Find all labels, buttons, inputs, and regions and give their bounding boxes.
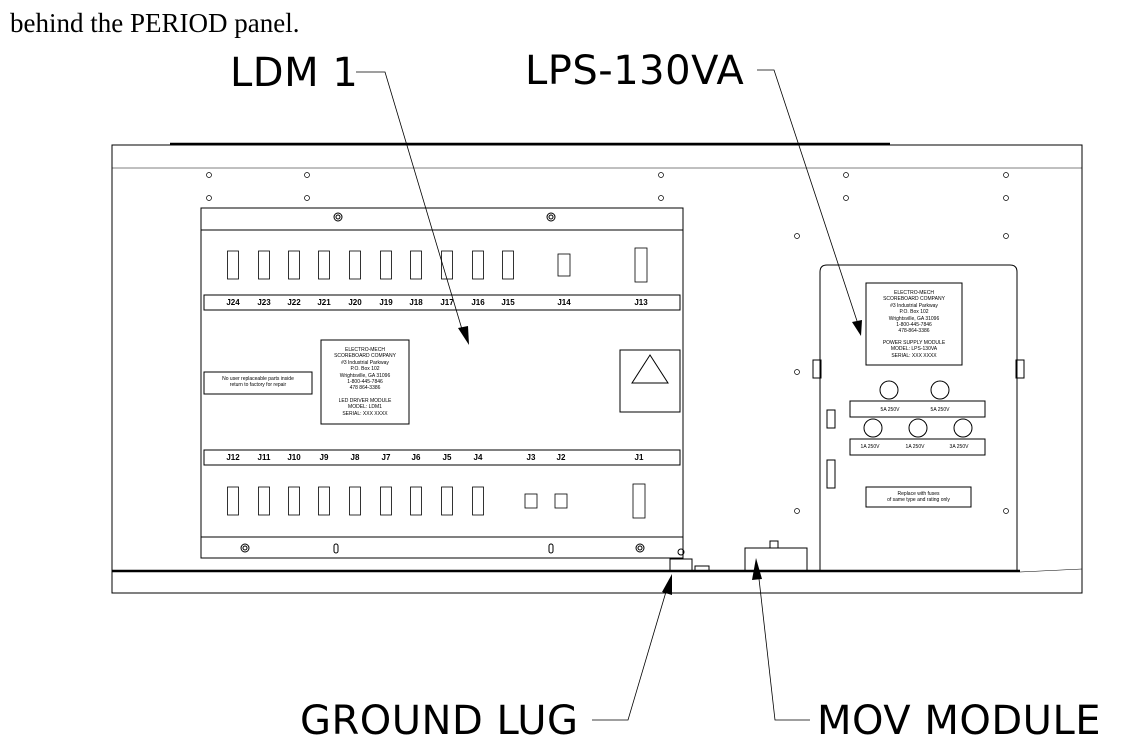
ldm-info-label: ELECTRO-MECH SCOREBOARD COMPANY #3 Indus…	[334, 347, 396, 417]
ground-lug-hardware	[669, 548, 710, 572]
connector-slot	[318, 486, 330, 516]
enclosure-outline	[111, 144, 1083, 594]
connector-label-j4: J4	[473, 453, 483, 462]
connector-label-j1: J1	[634, 453, 644, 462]
replace-fuses-label: Replace with fuses of same type and rati…	[887, 491, 950, 503]
fuse-rating-2: 5A 250V	[930, 407, 950, 413]
connector-label-j17: J17	[440, 298, 454, 307]
connector-label-j3: J3	[526, 453, 536, 462]
connector-label-j7: J7	[381, 453, 391, 462]
connector-label-j24: J24	[226, 298, 240, 307]
connector-slot	[227, 250, 239, 280]
mov-module-box	[744, 540, 808, 572]
connector-slot	[380, 250, 392, 280]
mounting-holes	[206, 172, 1009, 514]
connector-label-j10: J10	[287, 453, 301, 462]
intro-text: behind the PERIOD panel.	[10, 8, 300, 38]
connector-label-j11: J11	[257, 453, 271, 462]
connector-slot	[632, 483, 646, 519]
psu-info-label: ELECTRO-MECH SCOREBOARD COMPANY #3 Indus…	[882, 290, 946, 359]
connector-label-j19: J19	[379, 298, 393, 307]
connector-slot	[410, 486, 422, 516]
connector-label-j22: J22	[287, 298, 301, 307]
connector-slot	[502, 250, 514, 280]
ldm-warning-label: No user replaceable parts inside return …	[222, 376, 294, 388]
mov-module-callout: MOV MODULE	[817, 698, 1102, 744]
connector-slot	[410, 250, 422, 280]
connector-slot	[472, 486, 484, 516]
connector-slot	[318, 250, 330, 280]
connector-label-j9: J9	[319, 453, 329, 462]
connector-slot	[258, 486, 270, 516]
connector-slot	[349, 486, 361, 516]
connector-label-j12: J12	[226, 453, 240, 462]
lps-leader-line	[757, 69, 859, 325]
connector-label-j15: J15	[501, 298, 515, 307]
connector-label-j18: J18	[409, 298, 423, 307]
lps-callout: LPS-130VA	[525, 48, 745, 94]
connector-label-j6: J6	[411, 453, 421, 462]
ground-lug-arrowhead	[662, 574, 672, 595]
connector-slot	[349, 250, 361, 280]
fuse-rating-4: 1A 250V	[905, 444, 925, 450]
psu-module	[812, 264, 1025, 570]
connector-slot	[441, 250, 453, 280]
connector-slot	[380, 486, 392, 516]
ground-lug-leader-line	[592, 584, 669, 721]
connector-slot	[557, 253, 571, 277]
ground-lug-callout: GROUND LUG	[300, 698, 579, 744]
connector-slot	[472, 250, 484, 280]
ldm-arrowhead	[458, 326, 469, 345]
connector-label-j2: J2	[556, 453, 566, 462]
fuse-rating-3: 1A 250V	[860, 444, 880, 450]
connector-label-j5: J5	[442, 453, 452, 462]
connector-label-j20: J20	[348, 298, 362, 307]
mov-arrowhead	[752, 558, 762, 580]
connector-label-j14: J14	[557, 298, 571, 307]
connector-label-j16: J16	[471, 298, 485, 307]
mov-module-leader-line	[757, 569, 810, 721]
connector-label-j21: J21	[317, 298, 331, 307]
connector-slot	[634, 247, 648, 283]
connector-label-j23: J23	[257, 298, 271, 307]
connector-label-j13: J13	[634, 298, 648, 307]
fuse-rating-1: 5A 250V	[880, 407, 900, 413]
connector-slot	[441, 486, 453, 516]
fuse-rating-5: 3A 250V	[949, 444, 969, 450]
connector-slot	[258, 250, 270, 280]
connector-label-j8: J8	[350, 453, 360, 462]
connector-slot	[524, 493, 538, 509]
connector-slot	[288, 486, 300, 516]
ldm-leader-line	[356, 71, 465, 337]
ldm-module	[200, 207, 684, 559]
connector-slot	[288, 250, 300, 280]
ldm-callout: LDM 1	[230, 50, 359, 96]
connector-slot	[554, 493, 568, 509]
lps-arrowhead	[852, 320, 862, 336]
connector-slot	[227, 486, 239, 516]
